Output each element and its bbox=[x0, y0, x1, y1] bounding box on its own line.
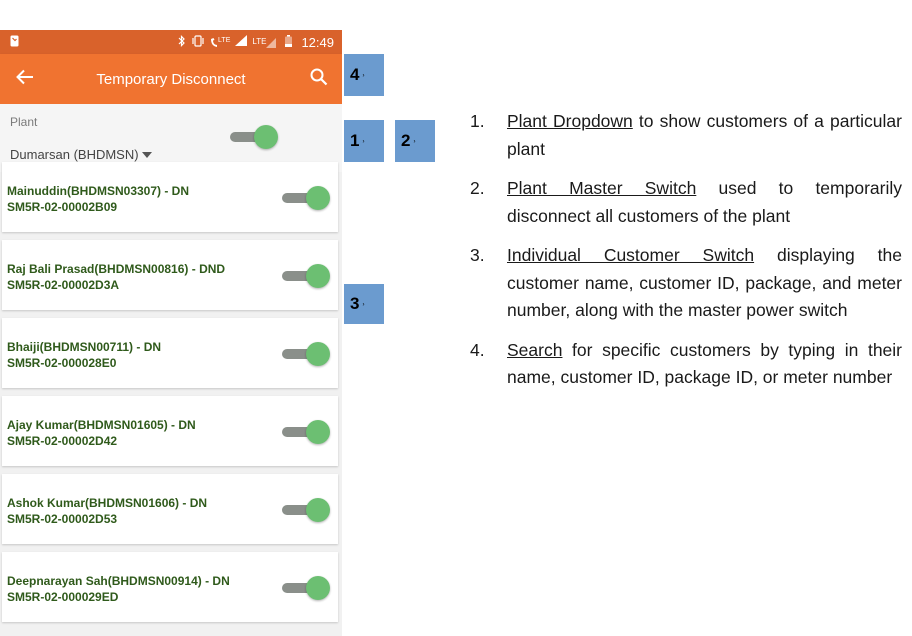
dropdown-caret-icon bbox=[141, 151, 152, 158]
switch-track bbox=[282, 193, 322, 203]
customer-switch[interactable] bbox=[280, 575, 330, 601]
switch-thumb bbox=[306, 420, 330, 444]
customer-card: Mainuddin(BHDMSN03307) - DN SM5R-02-0000… bbox=[2, 162, 338, 232]
marker-customer-switch: 3› bbox=[344, 284, 384, 324]
meter-number: SM5R-02-00002D42 bbox=[7, 434, 118, 448]
missed-call-icon bbox=[10, 35, 19, 50]
feature-notes: 1. Plant Dropdown to show customers of a … bbox=[470, 108, 902, 404]
marker-number: 2 bbox=[401, 131, 411, 150]
plant-dropdown-value: Dumarsan (BHDMSN) bbox=[10, 147, 139, 162]
bluetooth-icon bbox=[178, 34, 186, 50]
status-bar: LTE LTE 12:49 bbox=[0, 30, 342, 54]
customer-name: Ashok Kumar(BHDMSN01606) - DN bbox=[7, 496, 208, 510]
note-item: 2. Plant Master Switch used to temporaril… bbox=[470, 175, 902, 230]
customer-name: Bhaiji(BHDMSN00711) - DN bbox=[7, 340, 162, 354]
switch-track bbox=[282, 583, 322, 593]
customer-name: Ajay Kumar(BHDMSN01605) - DN bbox=[7, 418, 196, 432]
customer-card: Ajay Kumar(BHDMSN01605) - DN SM5R-02-000… bbox=[2, 396, 338, 466]
note-item: 3. Individual Customer Switch displaying … bbox=[470, 242, 902, 325]
marker-number: 1 bbox=[350, 131, 360, 150]
marker-master-switch: 2› bbox=[395, 120, 435, 162]
customer-switch[interactable] bbox=[280, 497, 330, 523]
customer-card: Raj Bali Prasad(BHDMSN00816) - DND SM5R-… bbox=[2, 240, 338, 310]
page-title: Temporary Disconnect bbox=[96, 70, 246, 88]
meter-number: SM5R-02-00002B09 bbox=[7, 200, 118, 214]
plant-label: Plant bbox=[10, 115, 38, 129]
note-term: Plant Dropdown bbox=[507, 111, 633, 131]
signal-icon bbox=[235, 35, 248, 49]
meter-number: SM5R-02-000029ED bbox=[7, 590, 119, 604]
marker-number: 4 bbox=[350, 65, 360, 84]
marker-search: 4› bbox=[344, 54, 384, 96]
search-icon bbox=[310, 68, 328, 91]
app-bar: Temporary Disconnect bbox=[0, 54, 342, 104]
note-text: to show customers of a particular plant bbox=[507, 111, 902, 159]
note-item: 4. Search for specific customers by typin… bbox=[470, 337, 902, 392]
switch-thumb bbox=[306, 498, 330, 522]
switch-track bbox=[282, 505, 322, 515]
note-number: 4. bbox=[470, 339, 485, 360]
note-text: displaying the customer name, customer I… bbox=[507, 245, 902, 320]
plant-master-switch[interactable] bbox=[228, 124, 278, 150]
switch-thumb bbox=[306, 264, 330, 288]
note-text: for specific customers by typing in thei… bbox=[507, 339, 902, 388]
switch-track bbox=[230, 132, 270, 142]
meter-number: SM5R-02-00002D3A bbox=[7, 278, 120, 292]
back-button[interactable] bbox=[0, 54, 50, 104]
status-time: 12:49 bbox=[301, 34, 334, 50]
meter-number: SM5R-02-000028E0 bbox=[7, 356, 117, 370]
switch-thumb bbox=[306, 342, 330, 366]
plant-panel: Plant Dumarsan (BHDMSN) bbox=[0, 104, 342, 172]
customer-switch[interactable] bbox=[280, 263, 330, 289]
note-number: 2. bbox=[470, 178, 485, 198]
switch-track bbox=[282, 271, 322, 281]
switch-thumb bbox=[306, 576, 330, 600]
customer-name: Deepnarayan Sah(BHDMSN00914) - DN bbox=[7, 574, 230, 588]
customer-card: Ashok Kumar(BHDMSN01606) - DN SM5R-02-00… bbox=[2, 474, 338, 544]
customer-card: Bhaiji(BHDMSN00711) - DN SM5R-02-000028E… bbox=[2, 318, 338, 388]
marker-plant-dropdown: 1› bbox=[344, 120, 384, 162]
back-arrow-icon bbox=[16, 69, 34, 90]
customer-card: Deepnarayan Sah(BHDMSN00914) - DN SM5R-0… bbox=[2, 552, 338, 622]
note-term: Individual Customer Switch bbox=[507, 245, 755, 265]
customer-switch[interactable] bbox=[280, 341, 330, 367]
meter-number: SM5R-02-00002D53 bbox=[7, 512, 118, 526]
note-term: Plant Master Switch bbox=[507, 178, 697, 198]
customer-switch[interactable] bbox=[280, 419, 330, 445]
note-number: 1. bbox=[470, 111, 485, 131]
customer-name: Raj Bali Prasad(BHDMSN00816) - DND bbox=[7, 262, 226, 276]
volte-icon: LTE bbox=[210, 37, 230, 48]
battery-icon bbox=[285, 34, 293, 50]
customer-switch[interactable] bbox=[280, 185, 330, 211]
switch-track bbox=[282, 427, 322, 437]
note-text: used to temporarily disconnect all custo… bbox=[507, 178, 902, 226]
note-number: 3. bbox=[470, 245, 485, 265]
switch-track bbox=[282, 349, 322, 359]
note-item: 1. Plant Dropdown to show customers of a … bbox=[470, 108, 902, 163]
search-button[interactable] bbox=[306, 66, 332, 92]
customer-name: Mainuddin(BHDMSN03307) - DN bbox=[7, 184, 190, 198]
vibrate-icon bbox=[191, 34, 205, 50]
marker-number: 3 bbox=[350, 294, 360, 313]
lte-icon: LTE bbox=[252, 37, 277, 48]
switch-thumb bbox=[254, 125, 278, 149]
plant-dropdown[interactable]: Dumarsan (BHDMSN) bbox=[10, 147, 152, 162]
switch-thumb bbox=[306, 186, 330, 210]
note-term: Search bbox=[507, 339, 563, 360]
